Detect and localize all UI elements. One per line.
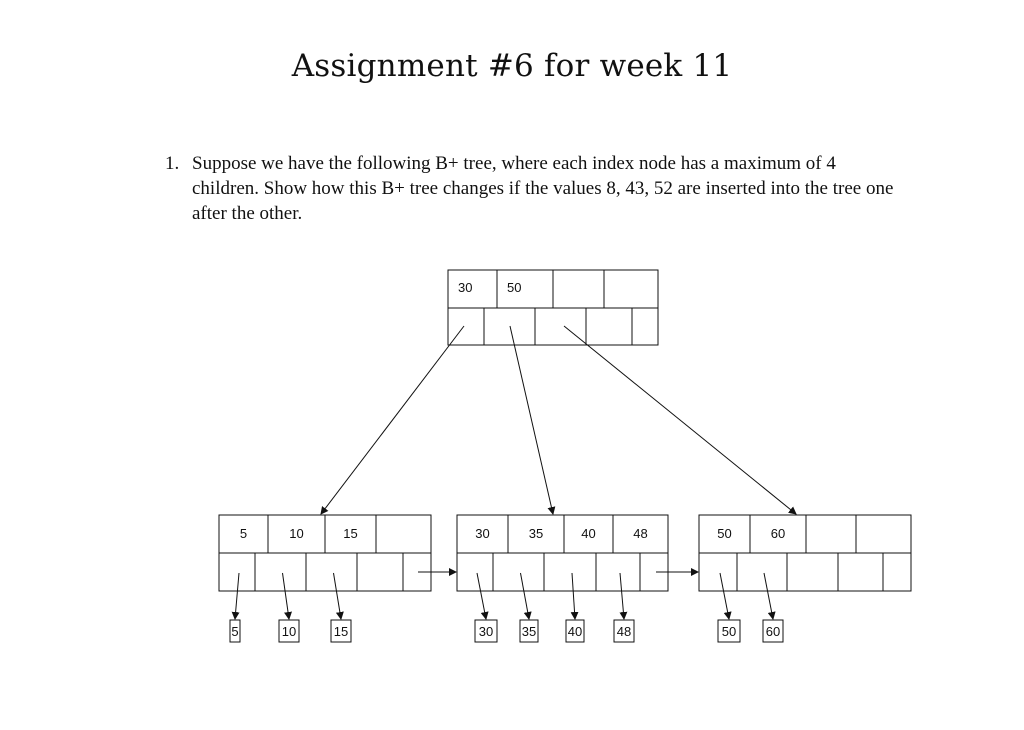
leaf-key: 40 bbox=[581, 526, 595, 541]
root-key: 30 bbox=[458, 280, 472, 295]
record-value: 60 bbox=[766, 624, 780, 639]
record-pointer-arrow bbox=[231, 572, 240, 620]
record-value: 35 bbox=[522, 624, 536, 639]
record-pointer-arrow bbox=[619, 572, 628, 620]
record-value: 50 bbox=[722, 624, 736, 639]
leaf-key: 35 bbox=[529, 526, 543, 541]
record-value: 10 bbox=[282, 624, 296, 639]
root-key: 50 bbox=[507, 280, 521, 295]
leaf-key: 5 bbox=[240, 526, 247, 541]
leaf-node: 5 10 15 5 10 15 bbox=[218, 514, 432, 643]
record-pointer-arrow bbox=[570, 572, 579, 620]
leaf-node: 30 35 40 48 30 35 40 48 bbox=[456, 514, 669, 643]
record-value: 30 bbox=[479, 624, 493, 639]
record-pointer-arrow bbox=[520, 572, 532, 620]
question-number: 1. bbox=[165, 153, 180, 174]
question-text: Suppose we have the following B+ tree, w… bbox=[192, 153, 894, 224]
record-pointer-arrow bbox=[282, 572, 292, 620]
record-box bbox=[762, 619, 784, 643]
record-value: 5 bbox=[231, 624, 238, 639]
leaf-key: 10 bbox=[289, 526, 303, 541]
record-pointer-arrow bbox=[333, 572, 344, 620]
record-value: 48 bbox=[617, 624, 631, 639]
record-box bbox=[474, 619, 498, 643]
record-box bbox=[717, 619, 741, 643]
leaf-key: 60 bbox=[771, 526, 785, 541]
record-pointer-arrow bbox=[763, 572, 776, 620]
leaf-key: 48 bbox=[633, 526, 647, 541]
leaf-key: 30 bbox=[475, 526, 489, 541]
record-pointer-arrow bbox=[476, 572, 489, 620]
record-box bbox=[330, 619, 352, 643]
record-box bbox=[519, 619, 539, 643]
question-1: 1. Suppose we have the following B+ tree… bbox=[165, 151, 895, 226]
record-box bbox=[278, 619, 300, 643]
record-box bbox=[565, 619, 585, 643]
root-to-leaf-3-arrow bbox=[563, 325, 797, 515]
record-box bbox=[229, 619, 241, 643]
leaf-key: 50 bbox=[717, 526, 731, 541]
leaf-node: 50 60 50 60 bbox=[698, 514, 912, 643]
record-value: 40 bbox=[568, 624, 582, 639]
root-to-leaf-2-arrow bbox=[509, 325, 556, 515]
leaf-nodes: 5 10 15 5 10 15 30 35 40 48 30 35 40 48 50 60 50 60 bbox=[218, 514, 912, 643]
leaf-key: 15 bbox=[343, 526, 357, 541]
root-to-leaf-1-arrow bbox=[320, 325, 465, 515]
record-pointer-arrow bbox=[719, 572, 732, 620]
record-value: 15 bbox=[334, 624, 348, 639]
assignment-title: Assignment #6 for week 11 bbox=[291, 48, 733, 84]
record-box bbox=[613, 619, 635, 643]
tree-edges bbox=[320, 325, 797, 576]
root-node: 30 50 bbox=[447, 269, 659, 346]
